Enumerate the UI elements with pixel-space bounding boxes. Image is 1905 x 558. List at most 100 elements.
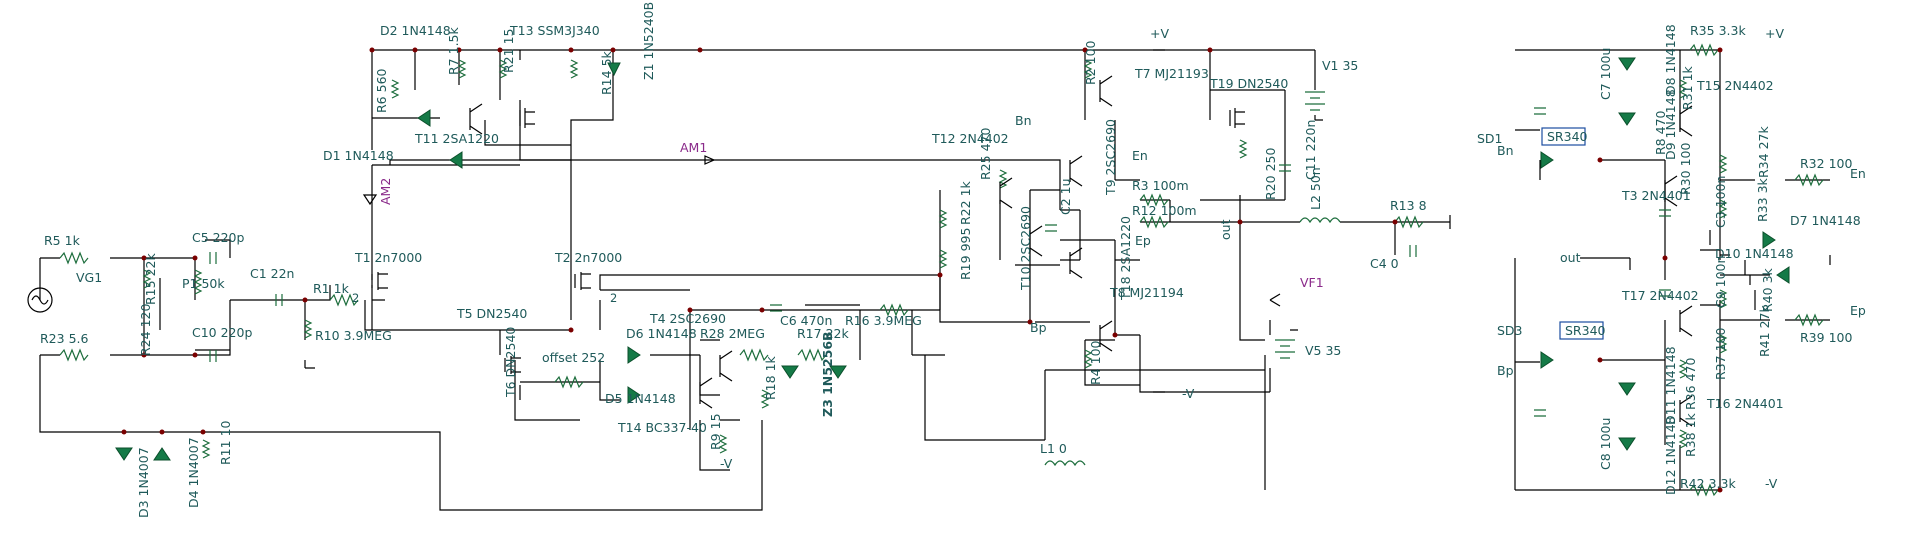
label-sd3: SD3 (1497, 323, 1523, 338)
label-c2: C2 1u (1058, 178, 1073, 215)
label-t3: T3 2N4401 (1621, 188, 1691, 203)
diode-d3 (115, 447, 133, 461)
label-r30: R30 100 (1678, 143, 1693, 195)
label-r10: R10 3.9MEG (315, 328, 392, 343)
label-r35: R35 3.3k (1690, 23, 1746, 38)
label-r3: R3 100m (1132, 178, 1189, 193)
diode-sd1 (1540, 151, 1554, 169)
diode-d12 (1618, 437, 1636, 451)
resistor-r35 (1689, 43, 1719, 57)
label-r4: R4 100 (1088, 340, 1103, 385)
diode-z1 (607, 62, 621, 77)
diode-z3a (781, 365, 799, 379)
label-r39: R39 100 (1800, 330, 1852, 345)
label-c6: C6 470n (780, 313, 832, 328)
label-t5: T5 DN2540 (456, 306, 527, 321)
label-r37: R37 100 (1713, 328, 1728, 380)
battery-v1 (1305, 91, 1325, 111)
junctions (121, 47, 1723, 493)
diode-d1 (449, 151, 463, 169)
label-r25: R25 470 (978, 128, 993, 180)
label-bn-right: Bn (1497, 143, 1514, 158)
label-d7: D7 1N4148 (1790, 213, 1861, 228)
label-r23: R23 5.6 (40, 331, 88, 346)
label-r6: R6 560 (374, 68, 389, 113)
resistor-r37 (1678, 359, 1688, 379)
label-r14: R14 5k (599, 50, 614, 95)
diode-d6 (627, 346, 641, 364)
resistor-r38 (1678, 429, 1688, 449)
label-c4: C4 0 (1370, 256, 1399, 271)
transistor-t1-body (371, 272, 388, 290)
capacitor-c8 (1534, 409, 1546, 417)
capacitor-c3 (1659, 209, 1671, 217)
label-minusv-t14: -V (720, 456, 733, 471)
label-r2: R2 100 (1083, 40, 1098, 85)
label-bp-mid: Bp (1030, 320, 1047, 335)
ammeter-am1-arrow (704, 155, 716, 165)
resistor-r39 (1794, 313, 1824, 327)
label-t15: T15 2N4402 (1696, 78, 1774, 93)
label-d6: D6 1N4148 (626, 326, 697, 341)
resistor-r3 (1139, 193, 1169, 207)
transistor-t18-body (1069, 247, 1083, 279)
resistor-r11 (201, 439, 211, 459)
resistor-r18 (760, 389, 770, 409)
label-r5: R5 1k (44, 233, 81, 248)
signal-source-vg1 (27, 287, 53, 313)
resistor-r21 (498, 59, 508, 79)
label-r21: R21 15 (501, 29, 516, 73)
diode-z3b (829, 365, 847, 379)
label-bp-right: Bp (1497, 363, 1514, 378)
label-r36: R36 470 (1683, 358, 1698, 410)
transistor-t14-body (699, 377, 713, 409)
label-vg1: VG1 (76, 270, 102, 285)
transistor-t9-body (1069, 155, 1083, 187)
label-d12: D12 1N4148 (1663, 416, 1678, 495)
label-t11: T11 2SA1220 (414, 131, 499, 146)
resistor-r13 (1394, 215, 1424, 229)
transistor-t8-body (1099, 320, 1113, 352)
label-d4: D4 1N4007 (186, 437, 201, 508)
components (27, 43, 1831, 497)
label-plusv-right: +V (1765, 26, 1784, 41)
transistor-t16-body (1679, 395, 1693, 427)
label-r18: R18 1k (763, 355, 778, 400)
transistor-t3-body (1664, 175, 1678, 207)
inductor-l1 (1044, 460, 1086, 467)
resistor-offset (554, 375, 584, 389)
resistor-r4 (1083, 349, 1093, 369)
label-d1: D1 1N4148 (323, 148, 394, 163)
label-d11: D11 1N4148 (1663, 346, 1678, 425)
label-c5: C5 220p (192, 230, 245, 245)
label-ep-right: Ep (1850, 303, 1866, 318)
label-c11: C11 220n (1303, 120, 1318, 180)
resistor-r10 (303, 319, 313, 339)
label-t2: T2 2n7000 (554, 250, 622, 265)
resistor-r25 (998, 169, 1008, 189)
label-c10: C10 220p (192, 325, 252, 340)
label-c1: C1 22n (250, 266, 294, 281)
sd3-part-box (1559, 321, 1604, 340)
node-t2-pin: 2 (610, 291, 617, 305)
resistor-r16 (879, 303, 909, 317)
label-r7: R7 1.5k (446, 27, 461, 75)
resistor-r20 (1238, 139, 1248, 159)
label-en-right: En (1850, 166, 1866, 181)
label-r11: R11 10 (218, 420, 233, 465)
node-t1-pin: 2 (352, 291, 359, 305)
label-z3: Z3 1N5256B (820, 331, 835, 417)
resistor-r14 (569, 59, 579, 79)
inductor-l2 (1299, 217, 1341, 224)
label-v5: V5 35 (1305, 343, 1341, 358)
transistor-t19-body (1229, 108, 1245, 128)
label-out-mid: out (1218, 219, 1233, 240)
label-r32: R32 100 (1800, 156, 1852, 171)
resistor-r32 (1794, 173, 1824, 187)
resistor-r15 (142, 269, 152, 289)
label-z1: Z1 1N5240B (641, 2, 656, 80)
label-t4: T4 2SC2690 (649, 311, 726, 326)
label-r22: R22 1k (958, 180, 973, 225)
diode-d9 (1618, 112, 1636, 126)
